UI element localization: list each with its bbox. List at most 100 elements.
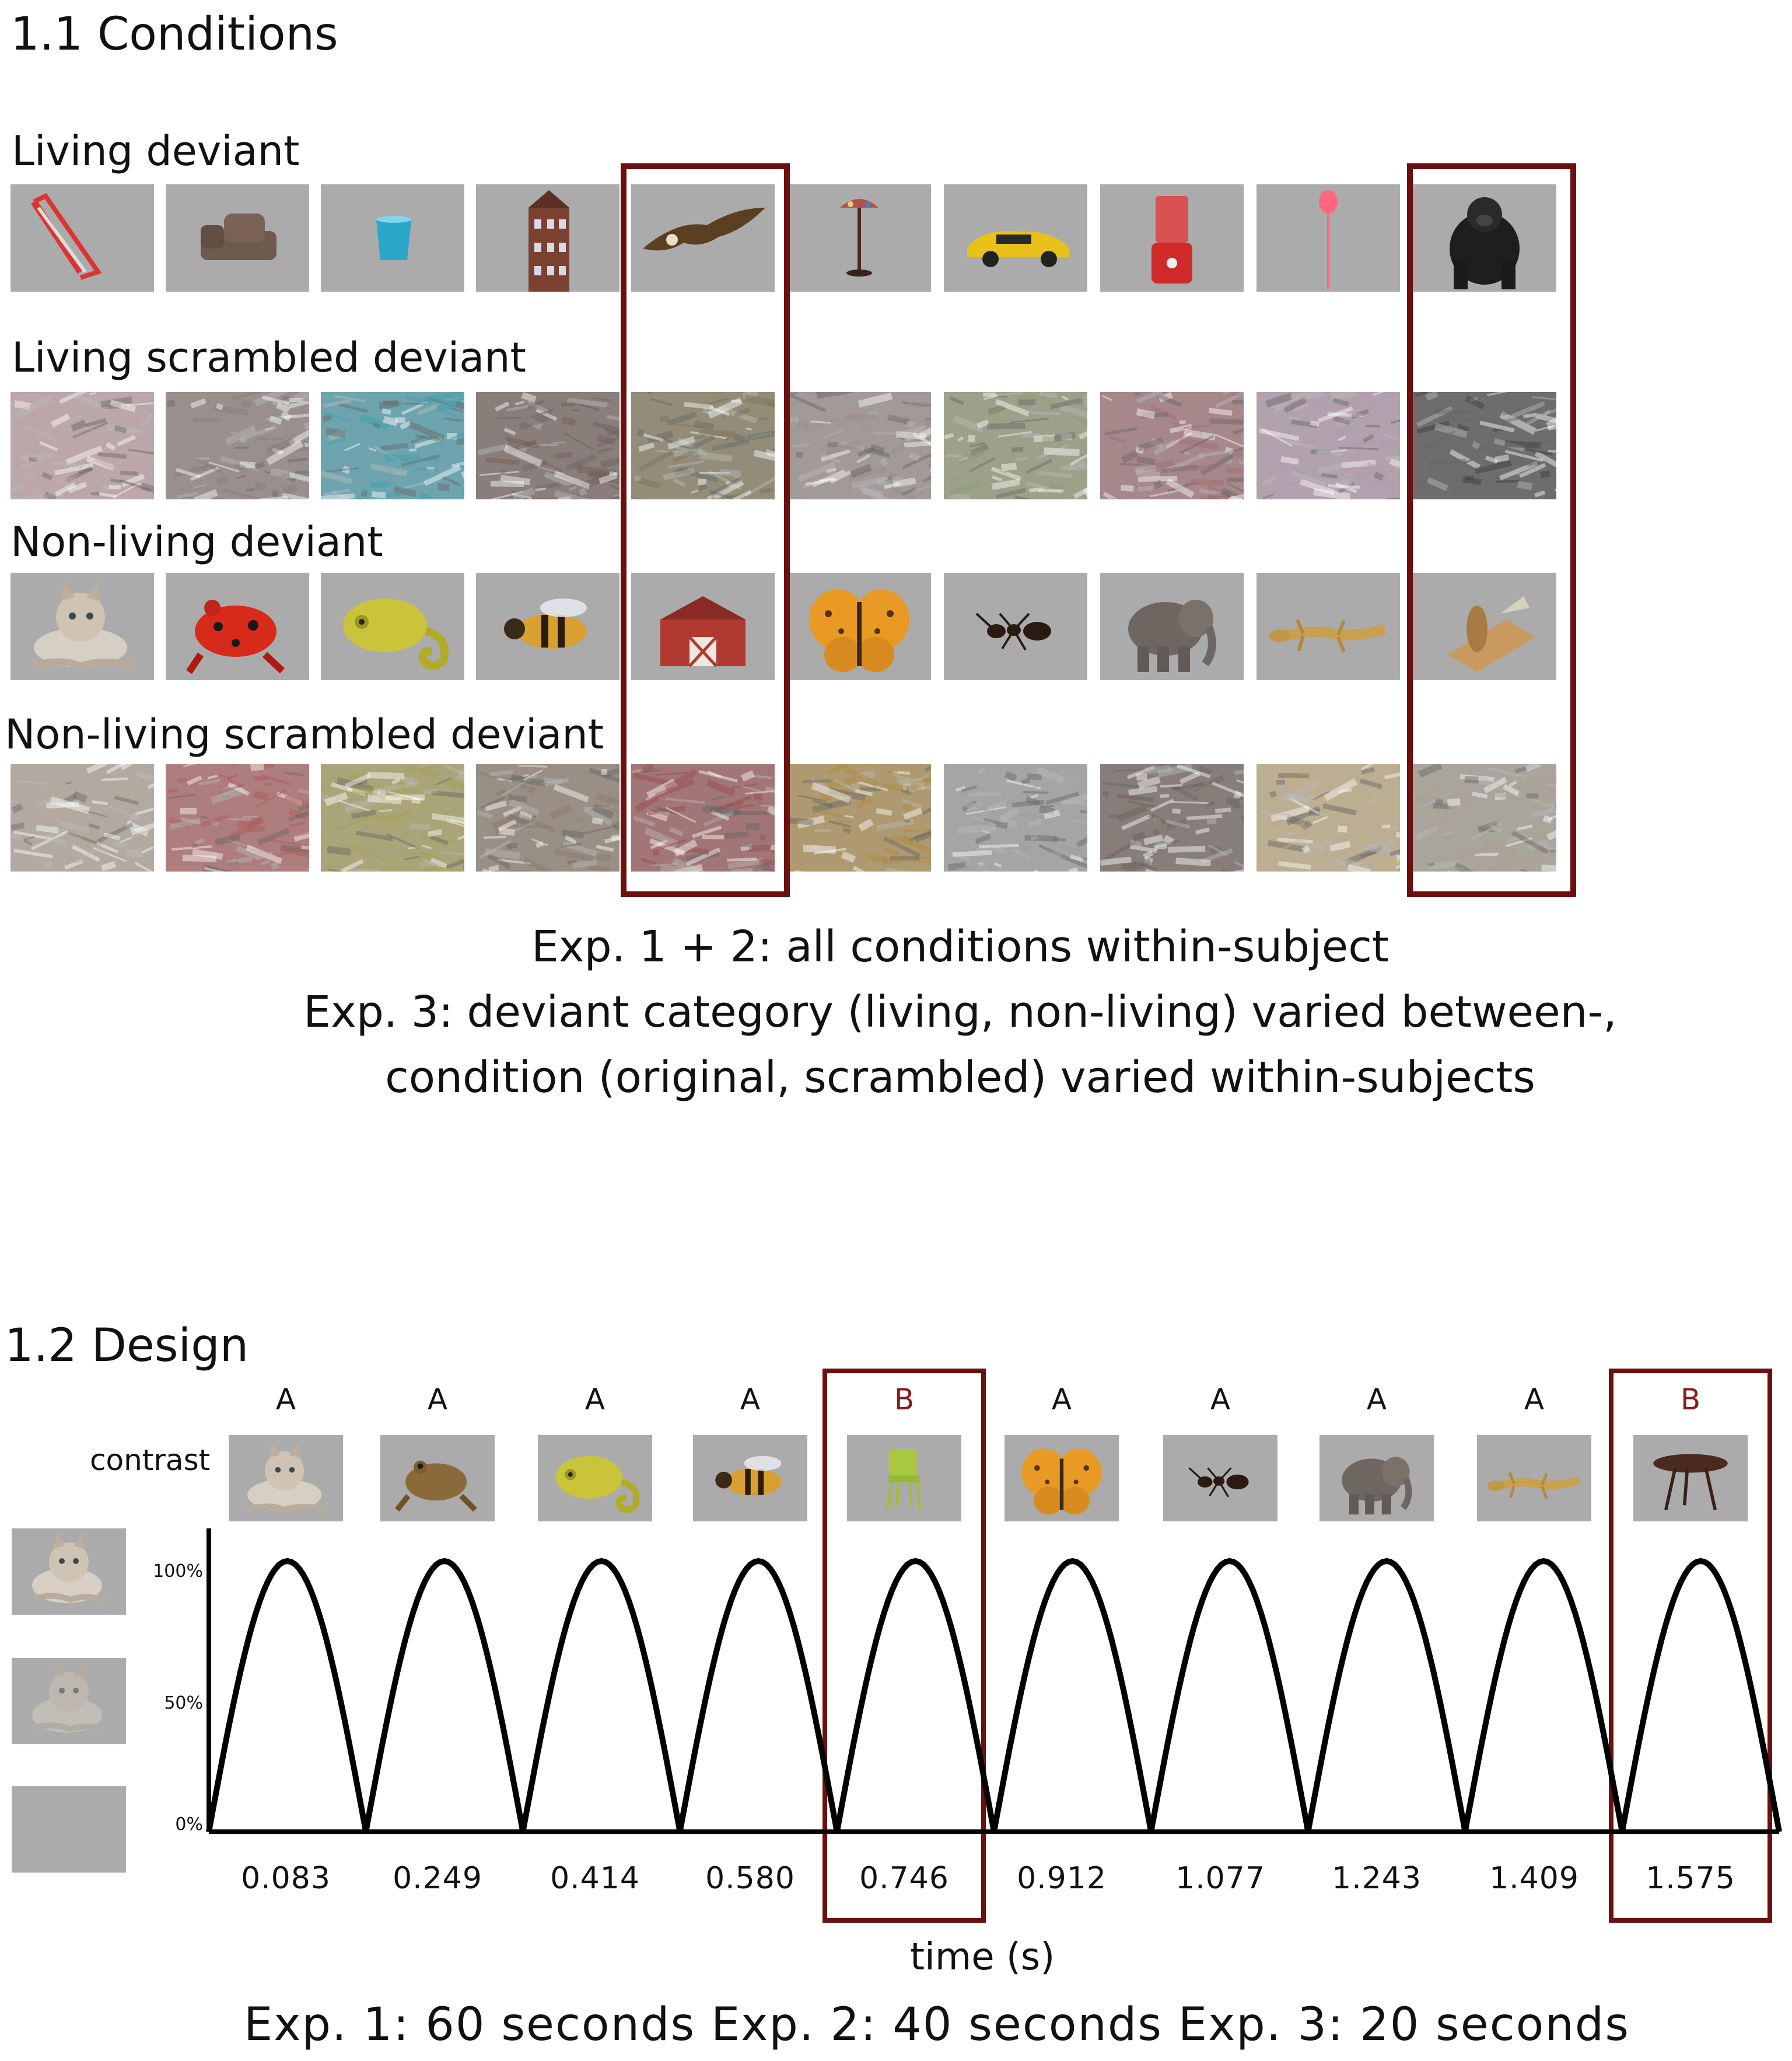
scrambled-texture-icon xyxy=(166,764,309,872)
scrambled-texture-icon xyxy=(1100,764,1244,872)
deviant-highlight-box xyxy=(822,1369,986,1923)
stimulus-tile xyxy=(476,573,620,680)
standard-letter: A xyxy=(1051,1383,1072,1416)
contrast-cycle-curve xyxy=(520,1558,683,1832)
lamp-icon xyxy=(840,199,878,277)
scrambled-tile xyxy=(321,764,464,872)
ant-icon xyxy=(975,613,1051,651)
cup-icon xyxy=(376,216,411,260)
gorilla-icon xyxy=(1450,197,1520,289)
contrast-full-tile xyxy=(12,1528,126,1615)
bee-icon xyxy=(504,599,587,649)
elephant-icon xyxy=(1128,600,1216,672)
scrambled-texture-icon xyxy=(321,392,464,499)
scrambled-texture-icon xyxy=(1256,764,1400,872)
contrast-cycle-curve xyxy=(834,1558,997,1832)
sequence-stimulus-tile xyxy=(847,1435,961,1521)
contrast-label: contrast xyxy=(90,1443,211,1477)
scrambled-texture-icon xyxy=(10,764,154,872)
scrambled-texture-icon xyxy=(321,764,464,872)
contrast-half-tile xyxy=(12,1658,126,1744)
stimulus-tile xyxy=(476,184,620,292)
stimulus-tile xyxy=(10,573,154,680)
butterfly-icon xyxy=(1021,1448,1102,1515)
standard-letter: A xyxy=(1366,1383,1387,1416)
scrambled-tile xyxy=(166,764,309,872)
stimulus-tile xyxy=(10,184,154,292)
deviant-letter: B xyxy=(1680,1383,1701,1416)
armchair-icon xyxy=(201,214,276,260)
sequence-stimulus-tile xyxy=(229,1435,343,1521)
sequence-stimulus-tile xyxy=(538,1435,652,1521)
scrambled-tile xyxy=(1413,764,1556,872)
butterfly-icon xyxy=(809,589,909,672)
time-tick-label: 0.746 xyxy=(859,1861,949,1896)
scrambled-tile xyxy=(476,392,620,499)
time-axis-label: time (s) xyxy=(910,1936,1055,1979)
scrambled-texture-icon xyxy=(1413,392,1556,499)
scrambled-tile xyxy=(1100,392,1244,499)
time-tick-label: 0.912 xyxy=(1017,1861,1107,1896)
deviant-letter: B xyxy=(894,1383,915,1416)
scrambled-tile xyxy=(788,764,931,872)
design-title: 1.2 Design xyxy=(5,1320,249,1372)
caption-line-1: Exp. 1 + 2: all conditions within-subjec… xyxy=(531,922,1389,972)
scrambled-tile xyxy=(10,392,154,499)
tower-icon xyxy=(528,190,569,292)
time-tick-label: 1.077 xyxy=(1175,1861,1265,1896)
standard-letter: A xyxy=(1210,1383,1231,1416)
scrambled-texture-icon xyxy=(788,392,931,499)
deviant-highlight-box xyxy=(1609,1369,1772,1923)
sequence-stimulus-tile xyxy=(1320,1435,1434,1521)
conditions-title: 1.1 Conditions xyxy=(10,8,338,61)
standard-letter: A xyxy=(427,1383,448,1416)
deviant-highlight-box xyxy=(1407,163,1576,897)
contrast-cycle-curve xyxy=(1305,1558,1468,1832)
stimulus-tile xyxy=(631,184,775,292)
scrambled-tile xyxy=(476,764,620,872)
scrambled-texture-icon xyxy=(944,764,1087,872)
lizard-icon xyxy=(1487,1472,1581,1499)
time-tick-label: 1.243 xyxy=(1332,1861,1422,1896)
scrambled-texture-icon xyxy=(631,392,775,499)
wood-plane-icon xyxy=(1448,596,1535,672)
contrast-cycle-curve xyxy=(1148,1558,1311,1832)
stimulus-tile xyxy=(631,573,775,680)
stimulus-tile xyxy=(321,573,464,680)
sequence-stimulus-tile xyxy=(1633,1435,1748,1521)
contrast-cycle-curve xyxy=(363,1558,526,1832)
eagle-icon xyxy=(643,208,765,251)
sequence-stimulus-tile xyxy=(1477,1435,1591,1521)
row-label-living: Living deviant xyxy=(12,127,300,175)
contrast-cycle-curve xyxy=(1462,1558,1625,1832)
saw-icon xyxy=(31,193,102,280)
caption-line-2: Exp. 3: deviant category (living, non-li… xyxy=(303,987,1617,1037)
stimulus-tile xyxy=(1413,573,1556,680)
scrambled-texture-icon xyxy=(1256,392,1400,499)
scrambled-tile xyxy=(321,392,464,499)
scrambled-texture-icon xyxy=(1413,764,1556,872)
contrast-cycle-curve xyxy=(677,1558,840,1832)
red-frog-icon xyxy=(186,600,285,674)
kitten-icon xyxy=(32,1664,106,1733)
bee-icon xyxy=(715,1455,782,1496)
row-label-living-scrambled: Living scrambled deviant xyxy=(12,334,526,382)
stimulus-tile xyxy=(1100,573,1244,680)
time-tick-label: 0.083 xyxy=(241,1861,331,1896)
contrast-zero-tile xyxy=(12,1786,126,1873)
sequence-stimulus-tile xyxy=(693,1435,807,1521)
standard-letter: A xyxy=(584,1383,606,1416)
scrambled-tile xyxy=(1256,764,1400,872)
kitten-icon xyxy=(33,582,134,670)
scrambled-tile xyxy=(631,764,775,872)
scrambled-texture-icon xyxy=(166,392,309,499)
stimulus-tile xyxy=(1256,184,1400,292)
row-label-nonliving-scrambled: Non-living scrambled deviant xyxy=(5,711,604,758)
stimulus-tile xyxy=(788,184,931,292)
barn-icon xyxy=(660,596,746,667)
scrambled-tile xyxy=(631,392,775,499)
chair-icon xyxy=(887,1449,921,1510)
stimulus-tile xyxy=(944,573,1087,680)
kitten-icon xyxy=(246,1443,327,1513)
ant-icon xyxy=(1188,1467,1249,1497)
